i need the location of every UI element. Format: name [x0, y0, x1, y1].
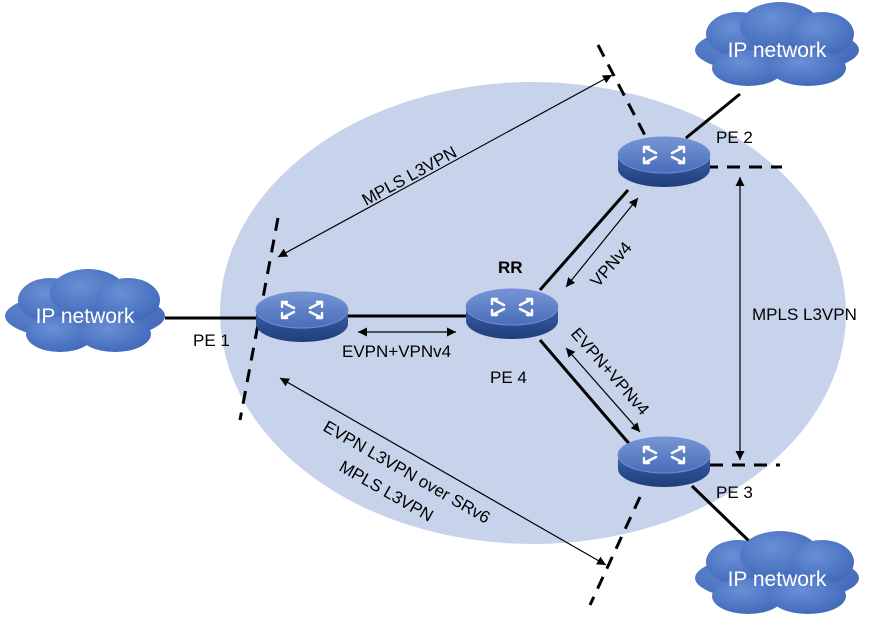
arrow-pe1-pe2: [277, 74, 613, 258]
link-pe2-cloud: [685, 92, 741, 140]
router-pe3: [617, 436, 711, 487]
router-pe4: [465, 288, 559, 339]
router-icon: [642, 445, 686, 465]
session-arrows: [277, 74, 745, 566]
label-pe3: PE 3: [716, 483, 753, 502]
boundary-pe3: [588, 496, 642, 606]
router-icon: [642, 145, 686, 165]
label-pe1-pe4: EVPN+VPNv4: [342, 342, 451, 361]
router-pe1: [255, 291, 349, 342]
cloud-top-right-label: IP network: [728, 39, 827, 62]
router-icon: [490, 297, 534, 317]
cloud-bottom-right-label: IP network: [728, 568, 827, 591]
link-pe3-cloud: [690, 484, 752, 544]
boundary-pe1: [238, 217, 280, 421]
label-pe1: PE 1: [193, 331, 230, 350]
label-pe2-pe3: MPLS L3VPN: [752, 305, 857, 324]
label-pe4: PE 4: [490, 368, 527, 387]
cloud-top-right: IP network: [695, 2, 859, 86]
as-boundaries: [238, 44, 782, 606]
cloud-left: IP network: [5, 269, 165, 352]
label-rr: RR: [498, 258, 523, 277]
cloud-left-label: IP network: [36, 305, 135, 328]
boundary-pe2: [596, 44, 652, 146]
label-pe2: PE 2: [716, 128, 753, 147]
cloud-bottom-right: IP network: [695, 531, 859, 614]
arrow-pe1-pe3: [279, 377, 607, 566]
router-pe2: [617, 136, 711, 187]
router-icon: [280, 300, 324, 320]
